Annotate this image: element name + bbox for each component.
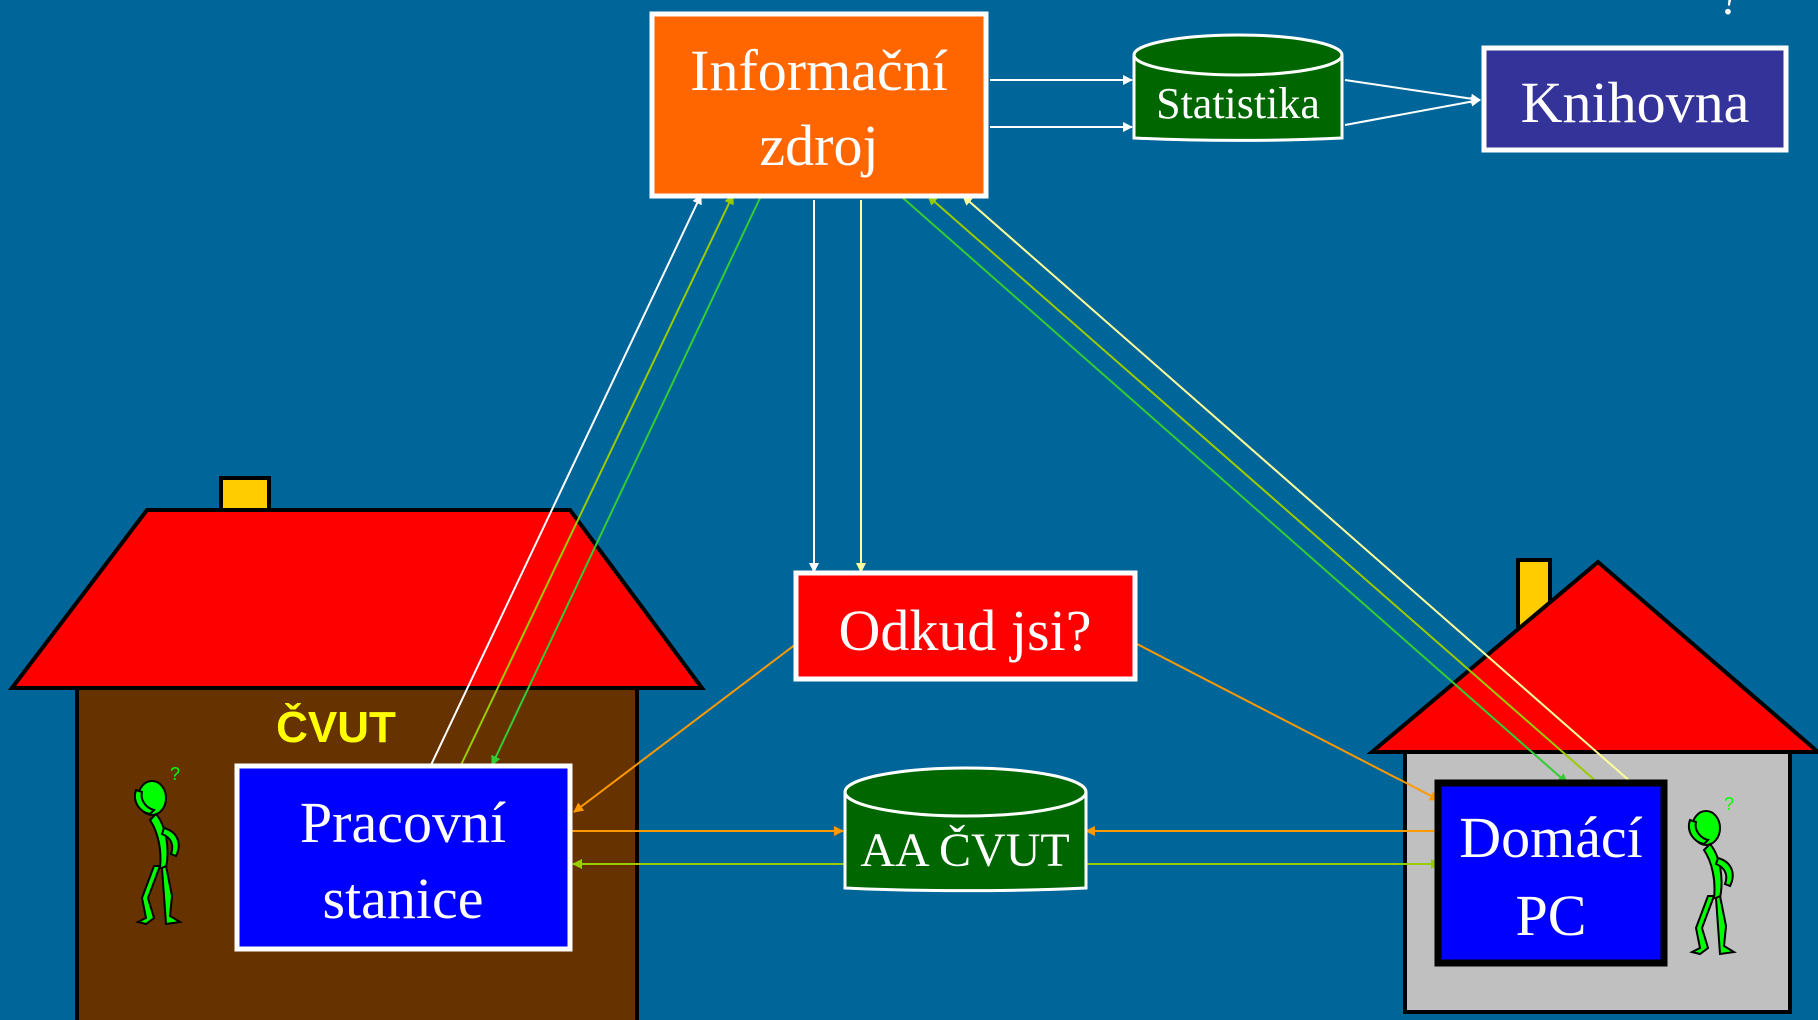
school-roof <box>7 508 706 690</box>
home-pc-line1: Domácí <box>1459 805 1643 870</box>
arrow-home-to-info-olive <box>927 195 1599 784</box>
workstation-line1: Pracovní <box>300 790 506 855</box>
school-label: ČVUT <box>276 701 396 752</box>
arrow-ws-to-info-olive <box>460 194 734 766</box>
puzzled-figure-left: ? <box>134 764 183 926</box>
arrow-origin-to-ws <box>573 643 797 813</box>
arrow-stats-to-library-1 <box>1344 79 1481 104</box>
auth-db-node: AA ČVUT <box>843 766 1088 893</box>
auth-db-cylinder-top <box>843 766 1088 818</box>
puzzled-figure-right: ? <box>1688 794 1737 956</box>
workstation-node: Pracovní stanice <box>234 763 573 952</box>
figure-arm-hip <box>160 826 180 858</box>
library-label: Knihovna <box>1521 70 1750 135</box>
home-pc-line2: PC <box>1516 883 1587 948</box>
figure-question-mark: ? <box>1724 794 1734 814</box>
info-source-line2: zdroj <box>759 113 878 178</box>
statistics-cylinder-top <box>1132 33 1344 77</box>
figure-legs <box>1689 894 1737 956</box>
workstation-box <box>234 763 573 952</box>
statistics-label: Statistika <box>1156 79 1320 128</box>
figure-arm-head <box>1688 818 1710 846</box>
arrow-ws-to-info-white <box>430 194 702 766</box>
corner-question-mark: ? <box>1718 0 1742 25</box>
figure-arm-hip <box>1714 856 1734 888</box>
figure-arm-head <box>134 788 156 816</box>
info-source-node: Informační zdroj <box>649 11 989 199</box>
figure-legs <box>135 864 183 926</box>
home-pc-node: Domácí PC <box>1434 779 1668 967</box>
origin-check-box <box>793 570 1138 682</box>
auth-db-label: AA ČVUT <box>860 823 1069 877</box>
library-node: Knihovna <box>1481 45 1789 153</box>
arrow-origin-to-home <box>1136 643 1440 801</box>
auth-db-cylinder-body <box>843 792 1088 893</box>
connections <box>430 75 1633 869</box>
workstation-line2: stanice <box>322 866 483 931</box>
arrow-stats-to-library-2 <box>1344 96 1481 126</box>
library-box <box>1481 45 1789 153</box>
statistics-cylinder-body <box>1132 55 1344 142</box>
info-source-line1: Informační <box>690 38 948 103</box>
arrow-info-to-ws-green <box>491 197 761 766</box>
figure-question-mark: ? <box>170 764 180 784</box>
arrow-info-to-home-green <box>902 197 1568 784</box>
arrow-home-to-info-cream <box>962 195 1633 784</box>
statistics-node: Statistika <box>1132 33 1344 142</box>
origin-check-node: Odkud jsi? <box>793 570 1138 682</box>
home-roof <box>1366 559 1818 754</box>
info-source-box <box>649 11 989 199</box>
origin-check-label: Odkud jsi? <box>839 598 1092 663</box>
home-pc-box <box>1434 779 1668 967</box>
